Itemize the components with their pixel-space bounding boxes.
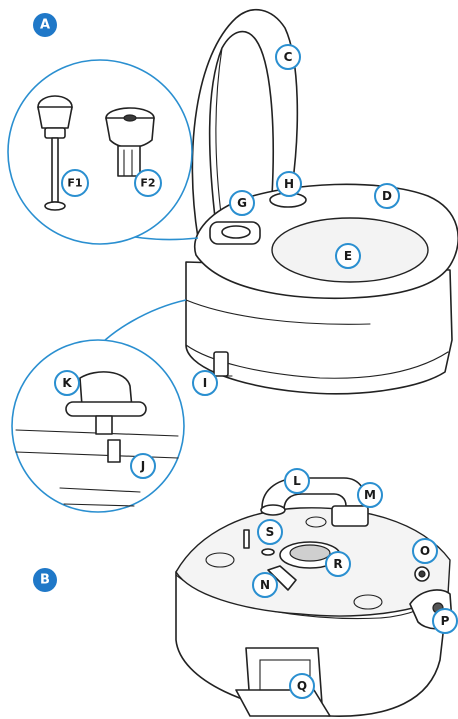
- label-m: M: [358, 483, 382, 507]
- svg-text:I: I: [203, 376, 207, 390]
- svg-text:C: C: [284, 50, 293, 64]
- label-g: G: [230, 191, 254, 215]
- svg-text:N: N: [260, 578, 270, 592]
- callout-jk: [12, 300, 186, 512]
- section-badge-b: B: [33, 568, 57, 592]
- svg-text:S: S: [266, 525, 275, 539]
- callout-f: [8, 60, 198, 244]
- svg-text:E: E: [344, 249, 352, 263]
- svg-text:Q: Q: [297, 679, 307, 693]
- svg-text:F1: F1: [67, 177, 82, 190]
- label-i: I: [193, 371, 217, 395]
- svg-text:L: L: [293, 474, 301, 488]
- label-j: J: [131, 454, 155, 478]
- label-c: C: [276, 45, 300, 69]
- svg-text:R: R: [333, 557, 342, 571]
- section-badge-a: A: [33, 13, 57, 37]
- svg-text:O: O: [420, 544, 430, 558]
- label-q: Q: [290, 674, 314, 698]
- lower-tank-drawing: [176, 478, 452, 716]
- label-h: H: [277, 172, 301, 196]
- svg-text:P: P: [441, 614, 450, 628]
- label-s: S: [258, 520, 282, 544]
- label-p: P: [433, 609, 457, 633]
- label-d: D: [375, 184, 399, 208]
- svg-text:D: D: [382, 189, 392, 203]
- label-f2: F2: [135, 170, 161, 196]
- label-l: L: [285, 469, 309, 493]
- svg-text:J: J: [140, 459, 145, 473]
- label-o: O: [413, 539, 437, 563]
- svg-text:F2: F2: [140, 177, 155, 190]
- svg-text:B: B: [40, 573, 50, 588]
- label-f1: F1: [62, 170, 88, 196]
- label-k: K: [55, 371, 79, 395]
- label-r: R: [326, 552, 350, 576]
- svg-text:K: K: [62, 376, 72, 390]
- label-n: N: [253, 573, 277, 597]
- level-indicator: [214, 352, 228, 376]
- svg-text:M: M: [364, 488, 376, 502]
- svg-text:A: A: [40, 18, 50, 33]
- label-e: E: [336, 244, 360, 268]
- svg-text:H: H: [284, 177, 294, 191]
- svg-text:G: G: [237, 196, 247, 210]
- upper-tank-drawing: [186, 10, 458, 394]
